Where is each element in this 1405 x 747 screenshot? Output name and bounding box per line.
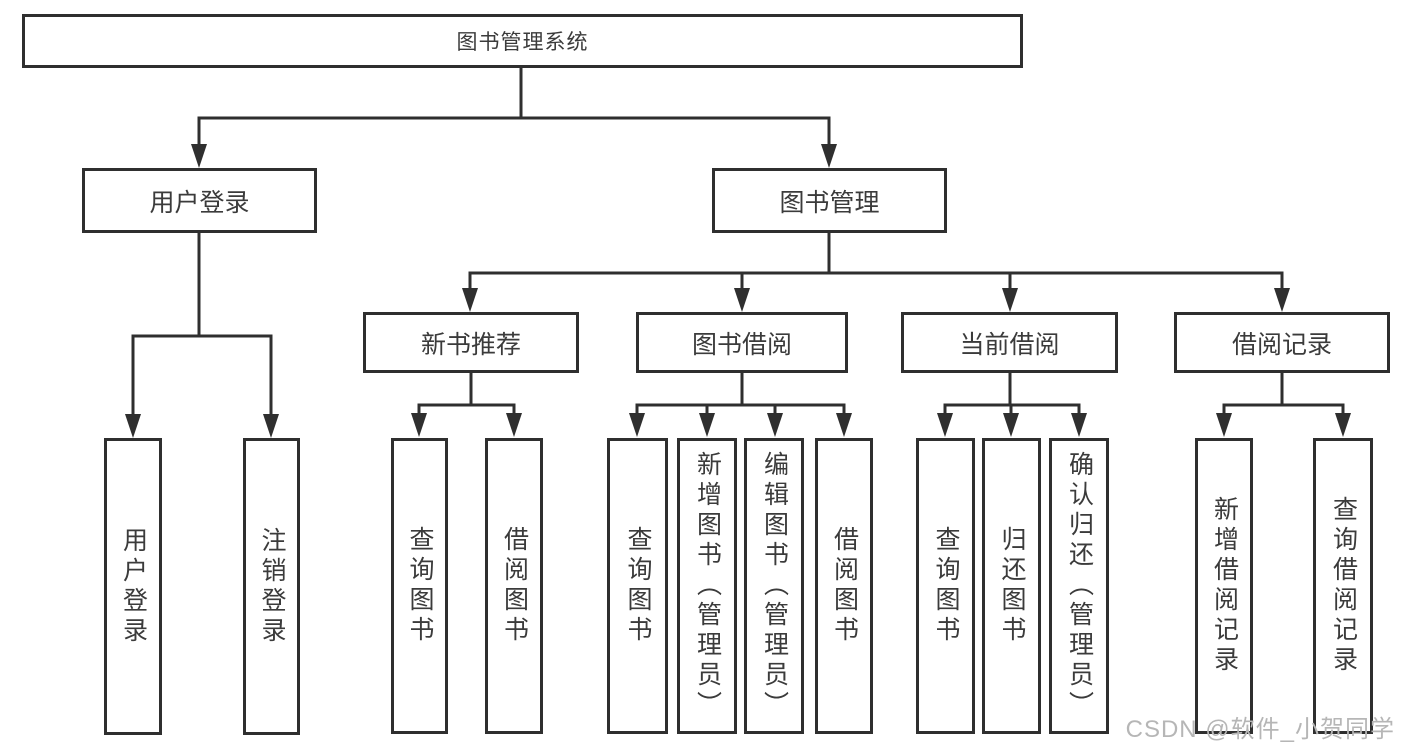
leaf-edit-book-admin: 编辑图书（管理员） [744, 438, 804, 734]
leaf-confirm-return-admin: 确认归还（管理员） [1049, 438, 1109, 734]
node-library-management-system: 图书管理系统 [22, 14, 1023, 68]
watermark: CSDN @软件_小贺同学 [1125, 716, 1395, 743]
leaf-recommend-query-book: 查询图书 [391, 438, 448, 734]
leaf-return-book: 归还图书 [982, 438, 1041, 734]
leaf-recommend-borrow-book: 借阅图书 [485, 438, 543, 734]
node-book-borrow: 图书借阅 [636, 312, 848, 373]
leaf-user-login: 用户登录 [104, 438, 162, 735]
node-borrow-records: 借阅记录 [1174, 312, 1390, 373]
node-book-management: 图书管理 [712, 168, 947, 233]
node-current-borrow: 当前借阅 [901, 312, 1118, 373]
leaf-logout: 注销登录 [243, 438, 300, 735]
leaf-current-query-book: 查询图书 [916, 438, 975, 734]
leaf-borrow-query-book: 查询图书 [607, 438, 668, 734]
leaf-query-borrow-record: 查询借阅记录 [1313, 438, 1373, 734]
leaf-borrow-book: 借阅图书 [815, 438, 873, 734]
node-user-login: 用户登录 [82, 168, 317, 233]
leaf-add-borrow-record: 新增借阅记录 [1195, 438, 1253, 734]
leaf-add-book-admin: 新增图书（管理员） [677, 438, 737, 734]
node-new-book-recommend: 新书推荐 [363, 312, 579, 373]
